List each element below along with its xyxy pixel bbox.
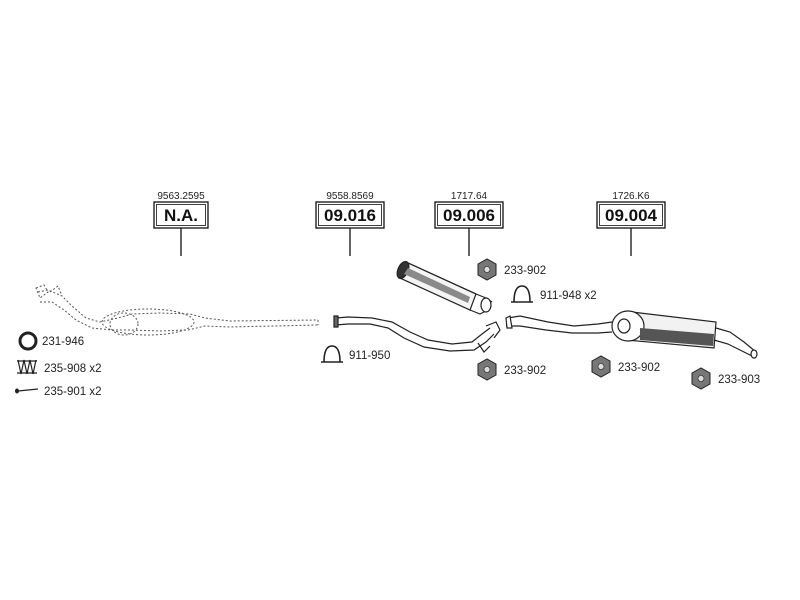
part-item: 235-901 x2	[15, 386, 102, 398]
assembly-callout-09-004: 1726.K6 09.004	[596, 191, 666, 256]
part-item: 233-902	[591, 355, 660, 378]
part-number-label: 233-902	[504, 365, 546, 377]
part-number-label: 233-902	[504, 265, 546, 277]
assembly-code: 09.006	[443, 206, 495, 225]
part-number-label: 911-948 x2	[540, 290, 597, 302]
assembly-ref: 9563.2595	[157, 191, 205, 202]
clamp-icon	[511, 285, 533, 303]
clamp-icon	[321, 345, 343, 363]
assembly-code-box	[315, 201, 385, 229]
assembly-ref: 9558.8569	[326, 191, 374, 202]
part-number-label: 235-908 x2	[44, 363, 102, 375]
part-item: 233-903	[691, 367, 760, 390]
part-number-label: 235-901 x2	[44, 386, 102, 398]
assembly-callout-09-006: 1717.64 09.006	[434, 191, 504, 256]
assembly-code-box	[153, 201, 209, 229]
part-item: 911-948 x2	[511, 285, 597, 303]
assembly-code: 09.016	[324, 206, 376, 225]
part-item: 233-902	[477, 358, 546, 381]
spring-icon	[17, 359, 37, 375]
assembly-code: 09.004	[605, 206, 658, 225]
part-item: 231-946	[18, 331, 84, 351]
assembly-code: N.A.	[164, 206, 198, 225]
intermediate-pipe-illustration	[333, 315, 501, 353]
front-pipe-catalyst-illustration	[35, 284, 319, 336]
part-item: 235-908 x2	[17, 359, 102, 375]
part-number-label: 911-950	[349, 350, 390, 362]
rear-silencer-illustration	[505, 310, 758, 359]
assembly-ref: 1726.K6	[612, 191, 650, 202]
part-item: 911-950	[321, 345, 390, 363]
centre-silencer-illustration	[396, 260, 493, 315]
bolt-icon	[15, 388, 39, 394]
gasket-ring-icon	[18, 331, 38, 351]
assembly-callout-na: 9563.2595 N.A.	[153, 191, 209, 256]
assembly-callout-09-016: 9558.8569 09.016	[315, 191, 385, 256]
part-number-label: 233-902	[618, 362, 660, 374]
part-number-label: 231-946	[42, 336, 84, 348]
assembly-ref: 1717.64	[451, 191, 488, 202]
part-number-label: 233-903	[718, 374, 760, 386]
part-item: 233-902	[477, 258, 546, 281]
